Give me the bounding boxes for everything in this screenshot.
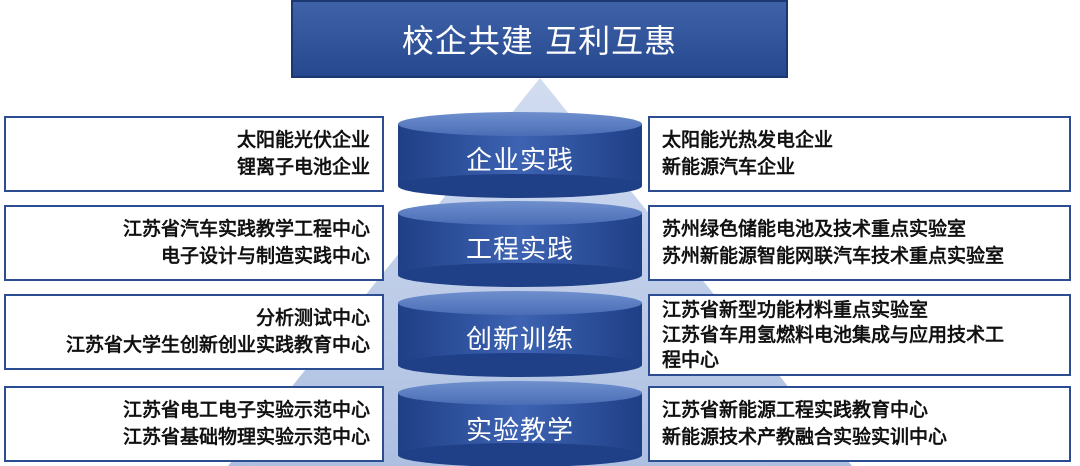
layer-4-left-line-2: 江苏省基础物理实验示范中心 — [122, 426, 370, 448]
layer-2-left-line-1: 江苏省汽车实践教学工程中心 — [122, 218, 370, 240]
layer-1-left-line-2: 锂离子电池企业 — [236, 156, 370, 178]
layer-4-right-line-2: 新能源技术产教融合实验实训中心 — [662, 426, 948, 448]
layer-1-label: 企业实践 — [465, 146, 574, 176]
layer-3-left-line-1: 分析测试中心 — [255, 307, 370, 329]
layer-2-label: 工程实践 — [465, 235, 574, 265]
layer-4-left-line-1: 江苏省电工电子实验示范中心 — [122, 399, 370, 421]
title-banner: 校企共建 互利互惠 — [291, 0, 788, 78]
layer-3-right-line-2: 江苏省车用氢燃料电池集成与应用技术工 — [662, 324, 1005, 346]
layer-4-left-box: 江苏省电工电子实验示范中心 江苏省基础物理实验示范中心 — [4, 386, 384, 462]
layer-2-right-line-1: 苏州绿色储能电池及技术重点实验室 — [662, 218, 967, 240]
layer-3-right-box: 江苏省新型功能材料重点实验室 江苏省车用氢燃料电池集成与应用技术工 程中心 — [648, 294, 1071, 376]
layer-3-right-line-3: 程中心 — [662, 349, 720, 371]
layer-3-left-line-2: 江苏省大学生创新创业实践教育中心 — [65, 334, 370, 356]
layer-2-left-line-2: 电子设计与制造实践中心 — [160, 245, 370, 267]
layer-1-left-line-1: 太阳能光伏企业 — [236, 129, 370, 151]
cylinder-3 — [398, 291, 642, 377]
cylinder-1 — [398, 112, 642, 198]
title-text: 校企共建 互利互惠 — [401, 22, 678, 60]
cylinder-4 — [398, 381, 642, 466]
layer-2-left-box: 江苏省汽车实践教学工程中心 电子设计与制造实践中心 — [4, 205, 384, 281]
layer-4-right-box: 江苏省新能源工程实践教育中心 新能源技术产教融合实验实训中心 — [648, 386, 1071, 462]
layer-2-right-box: 苏州绿色储能电池及技术重点实验室 苏州新能源智能网联汽车技术重点实验室 — [648, 205, 1071, 281]
layer-3-right-line-1: 江苏省新型功能材料重点实验室 — [662, 299, 929, 321]
layer-1-right-line-2: 新能源汽车企业 — [662, 156, 796, 178]
layer-3-left-box: 分析测试中心 江苏省大学生创新创业实践教育中心 — [4, 294, 384, 370]
cylinder-2 — [398, 201, 642, 287]
layer-4-label: 实验教学 — [465, 416, 574, 446]
layer-4-right-line-1: 江苏省新能源工程实践教育中心 — [662, 399, 929, 421]
layer-1-right-line-1: 太阳能光热发电企业 — [662, 129, 834, 151]
layer-1-left-box: 太阳能光伏企业 锂离子电池企业 — [4, 116, 384, 192]
layer-1-right-box: 太阳能光热发电企业 新能源汽车企业 — [648, 116, 1071, 192]
layer-3-label: 创新训练 — [465, 325, 574, 355]
layer-2-right-line-2: 苏州新能源智能网联汽车技术重点实验室 — [662, 245, 1005, 267]
